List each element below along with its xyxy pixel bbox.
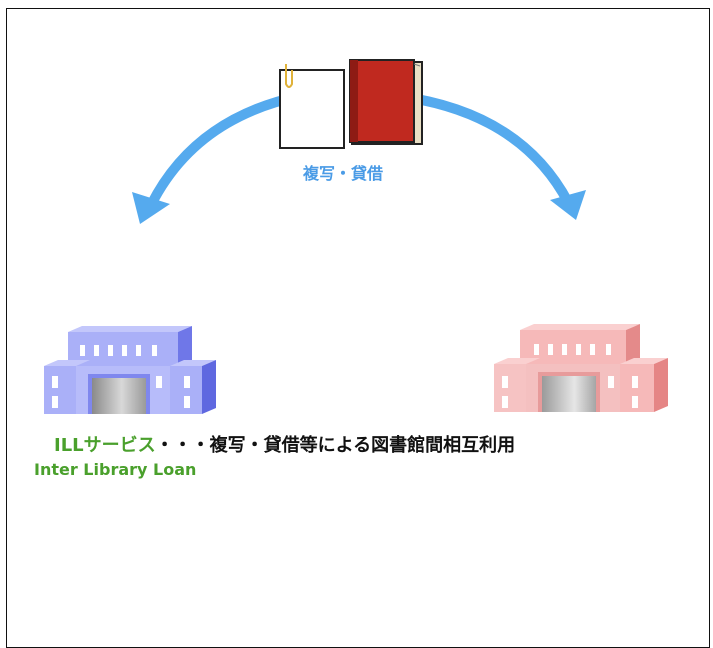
arc-arrows [132, 91, 586, 224]
arrow-head-left [132, 192, 170, 224]
document-icon [279, 64, 345, 149]
arc-left-arrow [146, 91, 305, 210]
arrow-head-right [550, 190, 586, 220]
library-building-left-icon [44, 326, 216, 414]
arc-right-arrow [393, 91, 573, 207]
library-building-right-icon [494, 324, 668, 412]
ill-diagram [44, 59, 668, 414]
book-icon [349, 59, 423, 145]
copy-loan-label: 複写・貸借 [302, 164, 383, 183]
ill-service-description: ・・・複写・貸借等による図書館間相互利用 [155, 435, 516, 456]
ill-english-name: Inter Library Loan [34, 460, 197, 479]
ill-caption: ILLサービス・・・複写・貸借等による図書館間相互利用 [54, 431, 515, 457]
ill-service-term: ILLサービス [54, 435, 156, 456]
